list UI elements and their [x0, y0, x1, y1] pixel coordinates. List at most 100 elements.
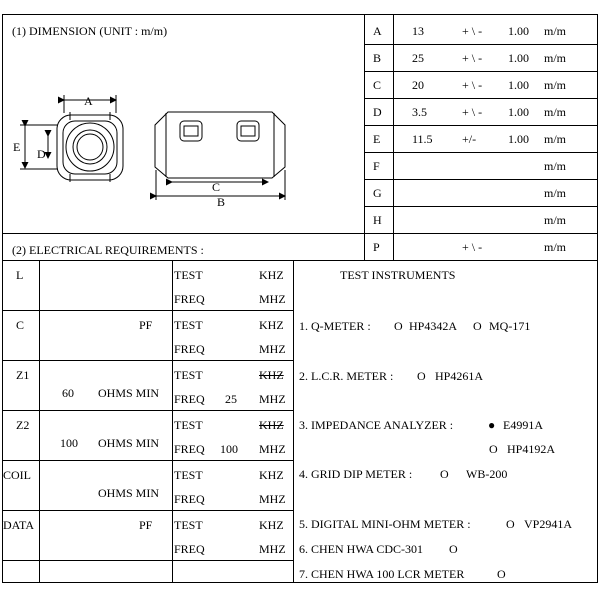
dim-key: A: [373, 24, 382, 38]
dim-unit: m/m: [544, 78, 567, 92]
label-a: A: [84, 94, 93, 108]
instrument-name: 3. IMPEDANCE ANALYZER :: [299, 418, 454, 432]
dim-tolerance-value: 1.00: [508, 78, 529, 92]
dim-value: 13: [412, 24, 424, 38]
option-model: HP4192A: [507, 442, 556, 456]
dim-unit: m/m: [544, 159, 567, 173]
dim-unit: m/m: [544, 240, 567, 254]
label-d: D: [37, 147, 46, 161]
elec-label: COIL: [3, 468, 31, 482]
option-model: E4991A: [503, 418, 543, 432]
dim-key: P: [373, 240, 380, 254]
elec-row-line: [2, 560, 294, 561]
elec-test-unit: KHZ: [259, 268, 284, 282]
option-mark: O: [440, 467, 449, 481]
elec-freq-unit: MHZ: [259, 442, 286, 456]
elec-test-label: TEST: [174, 318, 203, 332]
dim-unit: m/m: [544, 132, 567, 146]
dim-row-line: [364, 98, 598, 99]
elec-label: C: [16, 318, 25, 332]
elec-value-divider: [172, 260, 173, 583]
dim-unit: m/m: [544, 213, 567, 227]
option-mark: O: [473, 319, 482, 333]
border-top: [2, 14, 598, 15]
elec-freq-label: FREQ: [174, 292, 205, 306]
dim-tolerance-value: 1.00: [508, 105, 529, 119]
dim-key: H: [373, 213, 382, 227]
elec-unit: OHMS MIN: [98, 386, 160, 400]
front-view: [20, 95, 124, 182]
option-mark: O: [449, 542, 458, 556]
option-model: MQ-171: [489, 319, 531, 333]
dim-key: B: [373, 51, 382, 65]
elec-test-unit: KHZ: [259, 368, 284, 382]
instrument-name: 4. GRID DIP METER :: [299, 467, 413, 481]
dim-tolerance: + \ -: [462, 24, 483, 38]
option-model: HP4342A: [409, 319, 458, 333]
elec-freq-label: FREQ: [174, 492, 205, 506]
elec-unit: PF: [139, 518, 153, 532]
dim-row-line: [364, 71, 598, 72]
dim-tolerance: +/-: [462, 132, 477, 146]
dim-tolerance: + \ -: [462, 240, 483, 254]
option-mark: O: [506, 517, 515, 531]
section-divider: [2, 260, 598, 261]
dim-key: G: [373, 186, 382, 200]
dim-row-line: [364, 152, 598, 153]
side-view: [150, 111, 286, 200]
dim-row-line: [364, 179, 598, 180]
label-c: C: [212, 180, 221, 194]
elec-freq-label: FREQ: [174, 392, 205, 406]
dim-unit: m/m: [544, 105, 567, 119]
elec-test-label: TEST: [174, 368, 203, 382]
dimension-title: (1) DIMENSION (UNIT : m/m): [12, 24, 168, 38]
dim-unit: m/m: [544, 186, 567, 200]
border-left: [2, 14, 3, 583]
elec-test-divider: [293, 260, 294, 583]
elec-freq-label: FREQ: [174, 342, 205, 356]
option-mark: O: [497, 567, 506, 581]
elec-test-label: TEST: [174, 518, 203, 532]
electrical-title: (2) ELECTRICAL REQUIREMENTS :: [12, 243, 204, 257]
elec-test-unit: KHZ: [259, 418, 284, 432]
elec-freq-value: 100: [220, 442, 238, 456]
instrument-name: 6. CHEN HWA CDC-301: [299, 542, 424, 556]
elec-freq-unit: MHZ: [259, 392, 286, 406]
elec-row-line: [2, 460, 294, 461]
option-mark: O: [417, 369, 426, 383]
dim-row-line: [364, 206, 598, 207]
dim-tolerance: + \ -: [462, 51, 483, 65]
elec-freq-unit: MHZ: [259, 292, 286, 306]
dim-tolerance-value: 1.00: [508, 51, 529, 65]
elec-label: Z1: [16, 368, 30, 382]
elec-label-divider: [39, 260, 40, 583]
border-bottom: [2, 582, 598, 583]
border-right: [597, 14, 598, 583]
dim-value: 11.5: [412, 132, 433, 146]
elec-row-line: [2, 410, 294, 411]
elec-freq-label: FREQ: [174, 442, 205, 456]
instrument-name: 1. Q-METER :: [299, 319, 371, 333]
elec-freq-unit: MHZ: [259, 342, 286, 356]
elec-freq-label: FREQ: [174, 542, 205, 556]
elec-row-line: [2, 510, 294, 511]
elec-test-label: TEST: [174, 418, 203, 432]
elec-label: L: [16, 268, 24, 282]
elec-value: 100: [60, 436, 78, 450]
dim-value: 3.5: [412, 105, 427, 119]
section-divider: [2, 233, 598, 234]
instrument-name: 5. DIGITAL MINI-OHM METER :: [299, 517, 471, 531]
elec-test-unit: KHZ: [259, 318, 284, 332]
elec-test-label: TEST: [174, 268, 203, 282]
dim-key: E: [373, 132, 381, 146]
elec-test-label: TEST: [174, 468, 203, 482]
instrument-name: 2. L.C.R. METER :: [299, 369, 394, 383]
option-model: HP4261A: [435, 369, 484, 383]
dim-row-line: [364, 44, 598, 45]
elec-freq-value: 25: [225, 392, 237, 406]
elec-test-unit: KHZ: [259, 518, 284, 532]
elec-unit: PF: [139, 318, 153, 332]
option-model: VP2941A: [524, 517, 573, 531]
dim-key: D: [373, 105, 382, 119]
